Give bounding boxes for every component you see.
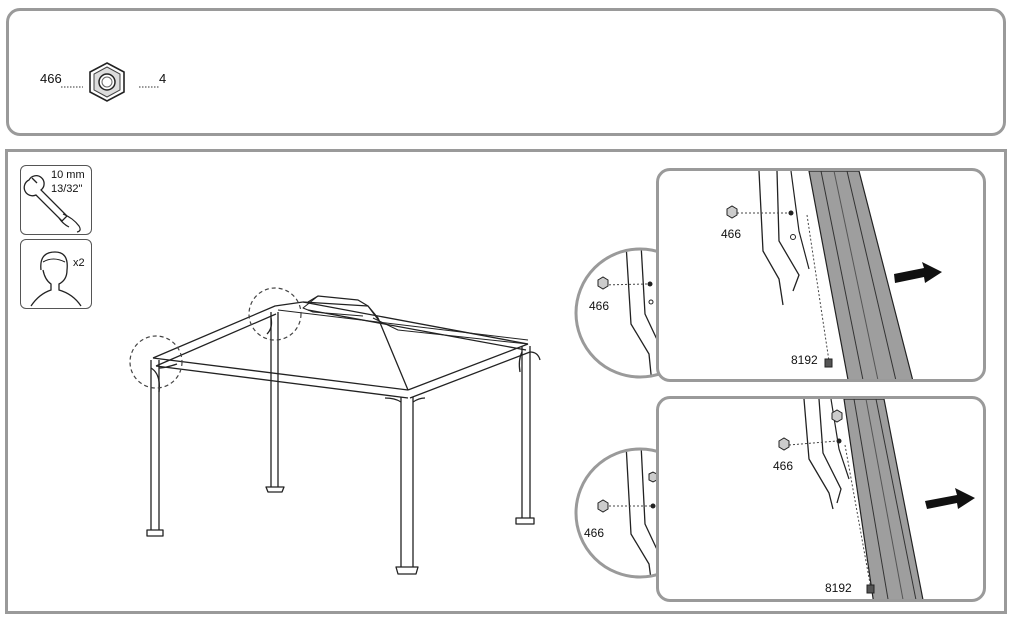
beam-detail-bottom xyxy=(778,399,975,599)
detail-box-bottom: 466 8192 xyxy=(656,396,986,602)
two-person-box: x2 xyxy=(20,239,92,309)
callout-bottom-nut-label: 466 xyxy=(584,526,605,540)
person-icon xyxy=(30,251,82,307)
detail-bottom-nut-label: 466 xyxy=(773,459,794,473)
callout-top-nut-label: 466 xyxy=(589,299,610,313)
assembly-step-panel: 10 mm 13/32" x2 xyxy=(5,149,1007,614)
people-count: x2 xyxy=(73,257,85,269)
detail-top-beam-label: 8192 xyxy=(791,353,818,367)
beam-detail-top xyxy=(726,171,942,379)
wrench-size-metric: 10 mm xyxy=(51,169,85,181)
wrench-icon xyxy=(23,175,81,233)
wrench-tool-box: 10 mm 13/32" xyxy=(20,165,92,235)
detail-box-top: 466 8192 xyxy=(656,168,986,382)
part-quantity-label: 4 xyxy=(159,71,167,86)
hex-nut-icon xyxy=(89,62,125,102)
wrench-size-imperial: 13/32" xyxy=(51,183,83,195)
part-number-leader xyxy=(61,86,83,88)
parts-panel: 466 4 xyxy=(6,8,1006,136)
gazebo-diagram xyxy=(129,287,541,575)
detail-bottom-beam-label: 8192 xyxy=(825,581,852,595)
quantity-leader xyxy=(139,86,159,88)
part-number-label: 466 xyxy=(40,71,62,86)
detail-top-nut-label: 466 xyxy=(721,227,742,241)
